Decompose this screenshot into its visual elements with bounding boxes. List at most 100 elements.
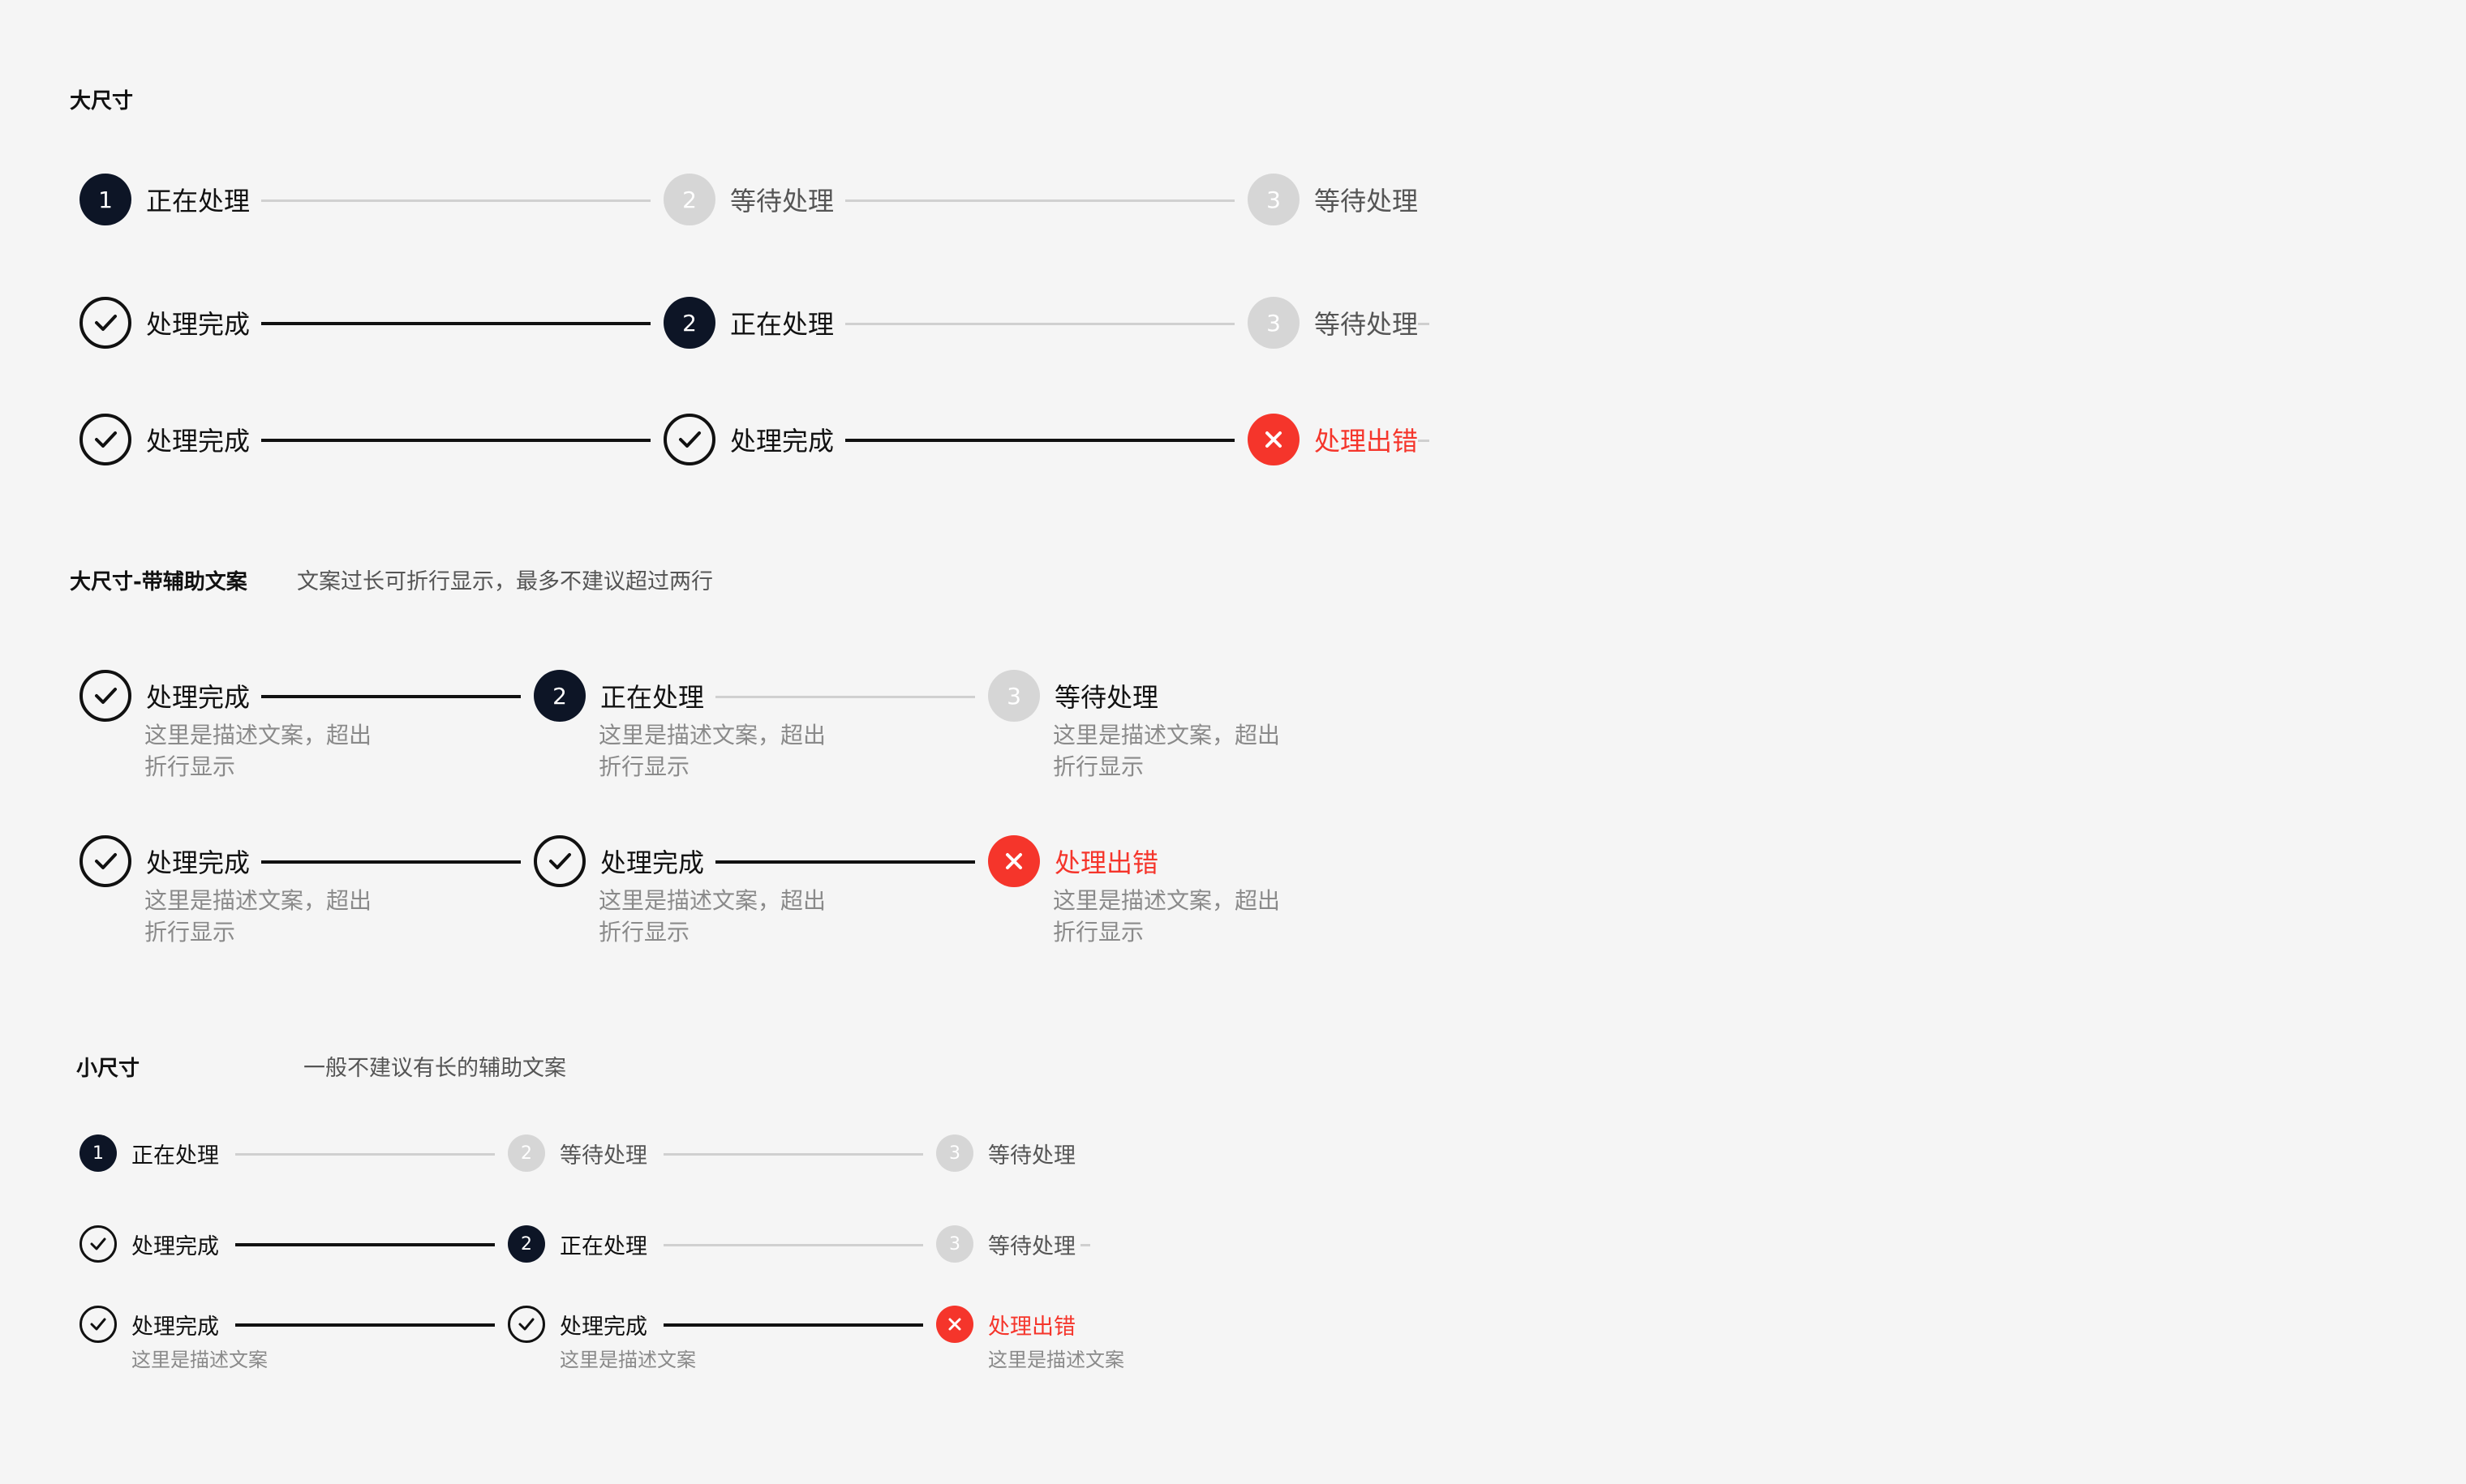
check-circle-icon: [508, 1306, 545, 1343]
connector-line-done: [235, 1323, 495, 1327]
step-label: 处理完成: [600, 847, 705, 878]
connector-line-done: [261, 439, 651, 442]
step-label: 处理出错: [988, 1314, 1076, 1340]
step-number-badge: 2: [534, 670, 586, 722]
step-3-waiting[interactable]: 3 等待处理: [1248, 174, 1418, 225]
check-circle-icon: [79, 1306, 117, 1343]
step-label: 处理完成: [730, 426, 835, 457]
connector-tail: [1418, 323, 1429, 325]
step-2-done[interactable]: 处理完成: [664, 414, 834, 465]
step-label: 处理完成: [146, 426, 251, 457]
step-label: 处理完成: [146, 847, 251, 878]
step-label: 正在处理: [730, 309, 835, 340]
step-number-badge: 2: [508, 1134, 545, 1172]
step-number-badge: 3: [988, 670, 1040, 722]
connector-line-pending: [664, 1153, 923, 1156]
step-1-done[interactable]: 处理完成: [79, 835, 250, 887]
step-number-badge: 2: [508, 1225, 545, 1263]
step-label: 处理完成: [131, 1314, 219, 1340]
section-title-large-desc: 大尺寸-带辅助文案: [70, 570, 247, 594]
step-3-waiting[interactable]: 3 等待处理: [1248, 297, 1418, 349]
step-number-badge: 1: [79, 174, 131, 225]
connector-line-done: [845, 439, 1235, 442]
step-label: 正在处理: [560, 1233, 647, 1259]
step-description: 这里是描述文案，超出折行显示: [1053, 887, 1281, 946]
step-3-waiting[interactable]: 3 等待处理: [936, 1225, 1076, 1263]
close-circle-icon: [936, 1306, 973, 1343]
step-1-done[interactable]: 处理完成: [79, 1225, 219, 1263]
step-label: 处理完成: [146, 682, 251, 713]
close-circle-icon: [988, 835, 1040, 887]
check-circle-icon: [79, 297, 131, 349]
connector-line-pending: [235, 1153, 495, 1156]
step-description: 这里是描述文案: [988, 1349, 1124, 1371]
step-2-processing[interactable]: 2 正在处理: [664, 297, 834, 349]
connector-line-pending: [715, 696, 975, 698]
check-circle-icon: [79, 1225, 117, 1263]
check-circle-icon: [79, 835, 131, 887]
step-1-done[interactable]: 处理完成: [79, 670, 250, 722]
step-label: 等待处理: [1055, 682, 1159, 713]
step-2-waiting[interactable]: 2 等待处理: [508, 1134, 647, 1172]
step-label: 等待处理: [560, 1143, 647, 1169]
step-number-badge: 3: [936, 1134, 973, 1172]
step-label: 等待处理: [988, 1233, 1076, 1259]
step-description: 这里是描述文案: [560, 1349, 696, 1371]
step-label: 等待处理: [730, 186, 835, 217]
check-circle-icon: [534, 835, 586, 887]
step-2-done[interactable]: 处理完成: [508, 1306, 647, 1343]
step-1-processing[interactable]: 1 正在处理: [79, 1134, 219, 1172]
step-3-waiting[interactable]: 3 等待处理: [936, 1134, 1076, 1172]
step-3-error[interactable]: 处理出错: [936, 1306, 1076, 1343]
step-2-waiting[interactable]: 2 等待处理: [664, 174, 834, 225]
connector-line-pending: [845, 323, 1235, 325]
step-description: 这里是描述文案，超出折行显示: [144, 887, 372, 946]
connector-line-done: [664, 1323, 923, 1327]
section-title-small: 小尺寸: [76, 1057, 140, 1081]
section-title-large: 大尺寸: [70, 89, 134, 114]
step-1-done[interactable]: 处理完成: [79, 297, 250, 349]
step-number-badge: 3: [1248, 174, 1300, 225]
step-label: 正在处理: [131, 1143, 219, 1169]
step-3-error[interactable]: 处理出错: [988, 835, 1158, 887]
check-circle-icon: [79, 414, 131, 465]
step-3-waiting[interactable]: 3 等待处理: [988, 670, 1158, 722]
step-1-done[interactable]: 处理完成: [79, 1306, 219, 1343]
check-circle-icon: [664, 414, 715, 465]
connector-line-done: [235, 1243, 495, 1246]
step-label: 处理出错: [1314, 426, 1419, 457]
step-2-processing[interactable]: 2 正在处理: [534, 670, 704, 722]
step-number-badge: 3: [1248, 297, 1300, 349]
step-1-done[interactable]: 处理完成: [79, 414, 250, 465]
step-2-done[interactable]: 处理完成: [534, 835, 704, 887]
check-circle-icon: [79, 670, 131, 722]
step-description: 这里是描述文案: [131, 1349, 268, 1371]
step-label: 处理完成: [131, 1233, 219, 1259]
step-label: 处理完成: [560, 1314, 647, 1340]
step-number-badge: 3: [936, 1225, 973, 1263]
connector-line-done: [261, 860, 521, 864]
step-description: 这里是描述文案，超出折行显示: [1053, 722, 1281, 780]
section-note-large-desc: 文案过长可折行显示，最多不建议超过两行: [297, 569, 713, 594]
step-label: 等待处理: [1314, 186, 1419, 217]
connector-line-pending: [261, 199, 651, 202]
connector-line-done: [261, 322, 651, 325]
step-number-badge: 2: [664, 174, 715, 225]
step-label: 处理完成: [146, 309, 251, 340]
step-label: 等待处理: [1314, 309, 1419, 340]
connector-line-done: [261, 695, 521, 698]
section-note-small: 一般不建议有长的辅助文案: [303, 1056, 566, 1081]
step-number-badge: 1: [79, 1134, 117, 1172]
connector-line-pending: [664, 1244, 923, 1246]
step-description: 这里是描述文案，超出折行显示: [599, 722, 827, 780]
step-label: 正在处理: [600, 682, 705, 713]
step-description: 这里是描述文案，超出折行显示: [144, 722, 372, 780]
step-1-processing[interactable]: 1 正在处理: [79, 174, 250, 225]
step-2-processing[interactable]: 2 正在处理: [508, 1225, 647, 1263]
step-description: 这里是描述文案，超出折行显示: [599, 887, 827, 946]
connector-tail: [1418, 440, 1429, 442]
connector-line-done: [715, 860, 975, 864]
step-3-error[interactable]: 处理出错: [1248, 414, 1418, 465]
connector-tail: [1080, 1244, 1090, 1246]
